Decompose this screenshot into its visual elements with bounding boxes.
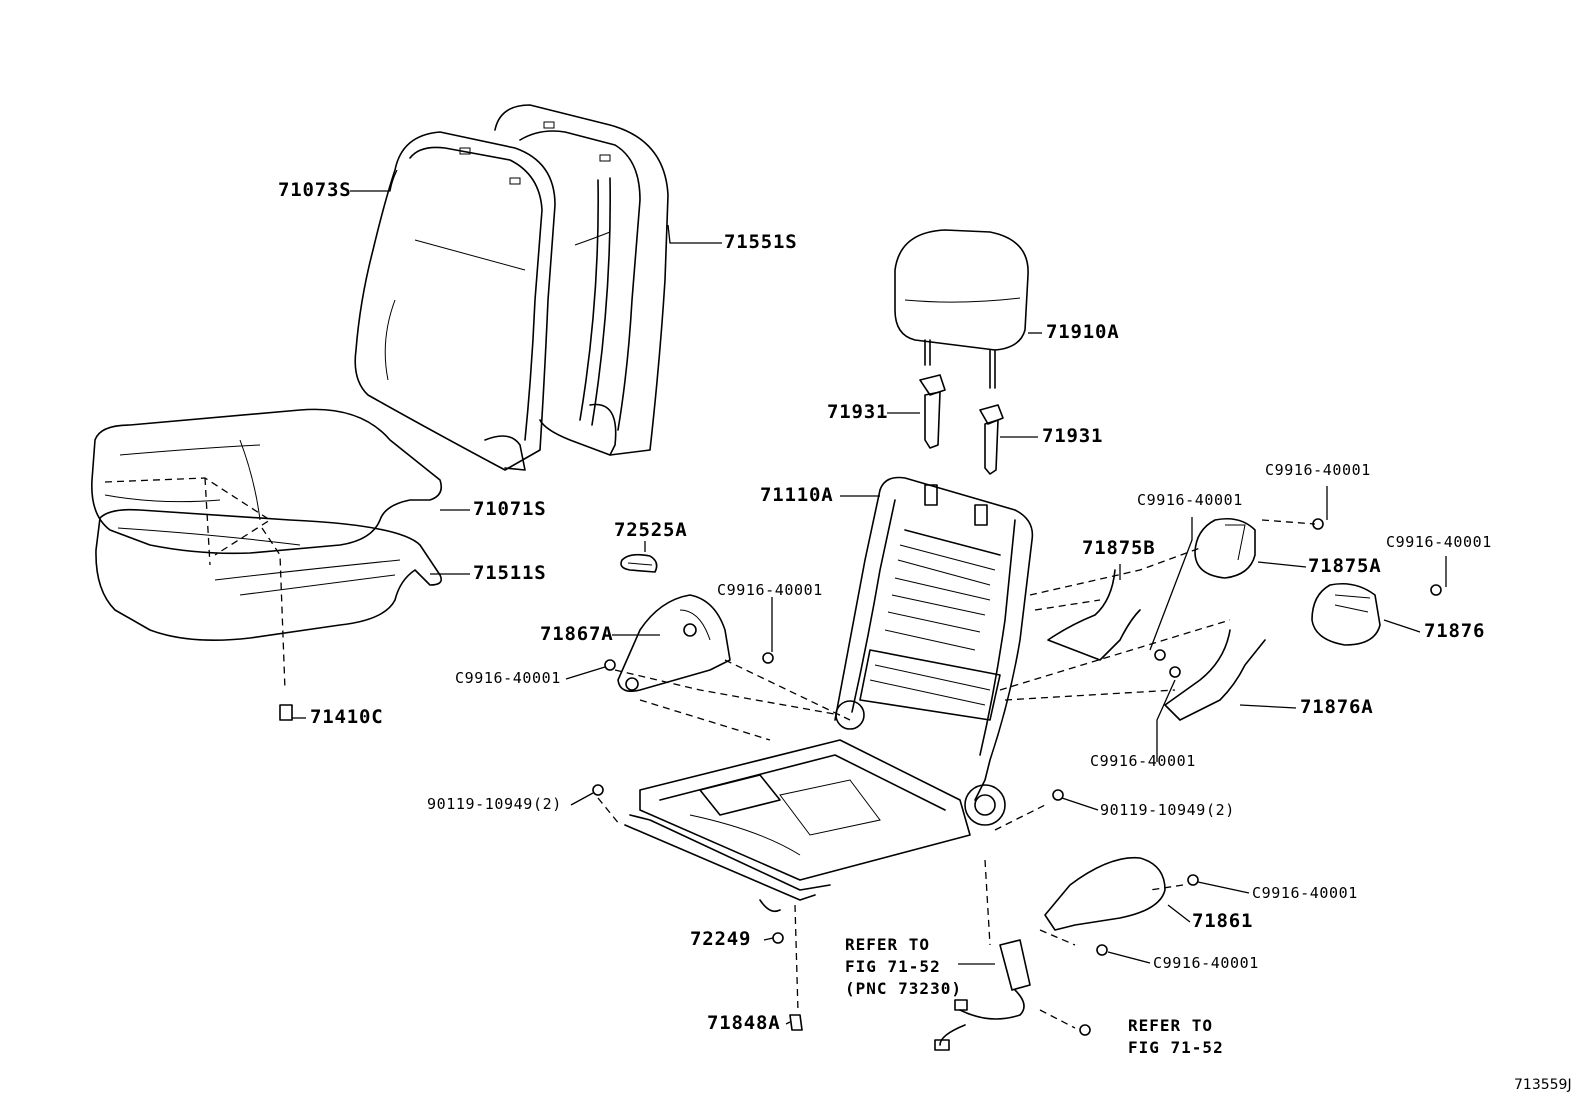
- label-71073S: 71073S: [278, 179, 352, 201]
- label-c9916-1: C9916-40001: [1265, 461, 1371, 479]
- label-c9916-6: C9916-40001: [1090, 752, 1196, 770]
- label-71410C: 71410C: [310, 706, 384, 728]
- refer-2-line2: FIG 71-52: [1128, 1038, 1224, 1057]
- refer-2-line1: REFER TO: [1128, 1016, 1214, 1035]
- assembly-dashed-lines: [597, 519, 1316, 1029]
- cover-71861: [1044, 856, 1166, 931]
- label-71511S: 71511S: [473, 562, 547, 584]
- fasteners: [279, 518, 1442, 1036]
- figure-code: 713559J: [1514, 1077, 1572, 1093]
- label-71910A: 71910A: [1046, 321, 1120, 343]
- label-71551S: 71551S: [724, 231, 798, 253]
- label-71071S: 71071S: [473, 498, 547, 520]
- label-71848A: 71848A: [707, 1012, 781, 1034]
- refer-note-1: REFER TO FIG 71-52 (PNC 73230): [845, 934, 962, 1000]
- label-72525A: 72525A: [614, 519, 688, 541]
- refer-1-line1: REFER TO: [845, 935, 931, 954]
- label-90119-2: 90119-10949(2): [1100, 801, 1235, 819]
- cushion-pad-71511S: [95, 508, 443, 641]
- cover-71875A: [1194, 517, 1256, 579]
- label-72249: 72249: [690, 928, 752, 950]
- seatback-frame-71110A: [834, 476, 1034, 826]
- label-71875A: 71875A: [1308, 555, 1382, 577]
- headrest-guide-71931-right: [979, 404, 1004, 475]
- label-c9916-5: C9916-40001: [455, 669, 561, 687]
- label-c9916-3: C9916-40001: [1386, 533, 1492, 551]
- label-71931-a: 71931: [827, 401, 889, 423]
- label-90119-1: 90119-10949(2): [427, 795, 562, 813]
- label-c9916-4: C9916-40001: [717, 581, 823, 599]
- headrest-71910A: [894, 229, 1029, 389]
- label-71931-b: 71931: [1042, 425, 1104, 447]
- refer-note-2: REFER TO FIG 71-52: [1128, 1015, 1224, 1059]
- cover-71876A: [1164, 629, 1266, 721]
- side-cover-71867A: [617, 594, 731, 693]
- seat-belt-buckle: [934, 939, 1031, 1051]
- headrest-guide-71931-left: [919, 374, 946, 449]
- cushion-frame-assembly: [624, 739, 971, 913]
- seatback-cover-71073S: [354, 131, 556, 471]
- label-71875B: 71875B: [1082, 537, 1156, 559]
- leader-lines: [292, 169, 1447, 1025]
- label-c9916-7: C9916-40001: [1252, 884, 1358, 902]
- cover-71875B: [1047, 569, 1141, 661]
- label-71110A: 71110A: [760, 484, 834, 506]
- label-71861: 71861: [1192, 910, 1254, 932]
- label-71876: 71876: [1424, 620, 1486, 642]
- label-c9916-8: C9916-40001: [1153, 954, 1259, 972]
- seatback-pad-71551S: [494, 104, 669, 456]
- cover-71876: [1311, 582, 1381, 646]
- label-c9916-2: C9916-40001: [1137, 491, 1243, 509]
- lever-knob-72525A: [620, 553, 658, 573]
- refer-1-line3: (PNC 73230): [845, 979, 962, 998]
- label-71876A: 71876A: [1300, 696, 1374, 718]
- label-71867A: 71867A: [540, 623, 614, 645]
- refer-1-line2: FIG 71-52: [845, 957, 941, 976]
- cushion-cover-71071S: [91, 408, 443, 555]
